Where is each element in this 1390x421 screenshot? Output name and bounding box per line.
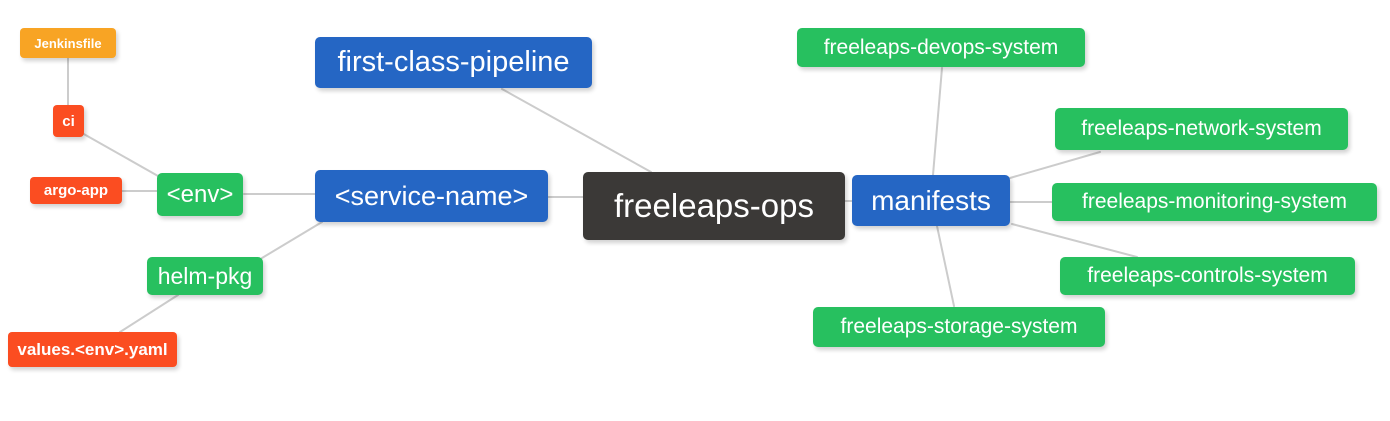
node-service-name[interactable]: <service-name> [315, 170, 548, 222]
edge-manifests-network [1009, 151, 1101, 179]
edge-manifests-storage [936, 225, 955, 307]
node-freeleaps-devops-system[interactable]: freeleaps-devops-system [797, 28, 1085, 67]
edge-pipeline-ops [501, 88, 652, 173]
edge-manifests-controls [1011, 223, 1138, 258]
edge-helm-pkg-service-name [261, 221, 323, 259]
node-argo-app[interactable]: argo-app [30, 177, 122, 204]
edge-ci-env [81, 132, 159, 177]
node-freeleaps-network-system[interactable]: freeleaps-network-system [1055, 108, 1348, 150]
edge-manifests-devops [932, 67, 943, 176]
node-first-class-pipeline[interactable]: first-class-pipeline [315, 37, 592, 88]
edge-values-helm-pkg [119, 294, 179, 333]
node-freeleaps-monitoring-system[interactable]: freeleaps-monitoring-system [1052, 183, 1377, 221]
node-freeleaps-storage-system[interactable]: freeleaps-storage-system [813, 307, 1105, 347]
node-values-env-yaml[interactable]: values.<env>.yaml [8, 332, 177, 367]
node-helm-pkg[interactable]: helm-pkg [147, 257, 263, 295]
node-env[interactable]: <env> [157, 173, 243, 216]
node-ci[interactable]: ci [53, 105, 84, 137]
node-freeleaps-ops-root[interactable]: freeleaps-ops [583, 172, 845, 240]
node-freeleaps-controls-system[interactable]: freeleaps-controls-system [1060, 257, 1355, 295]
node-manifests[interactable]: manifests [852, 175, 1010, 226]
node-jenkinsfile[interactable]: Jenkinsfile [20, 28, 116, 58]
